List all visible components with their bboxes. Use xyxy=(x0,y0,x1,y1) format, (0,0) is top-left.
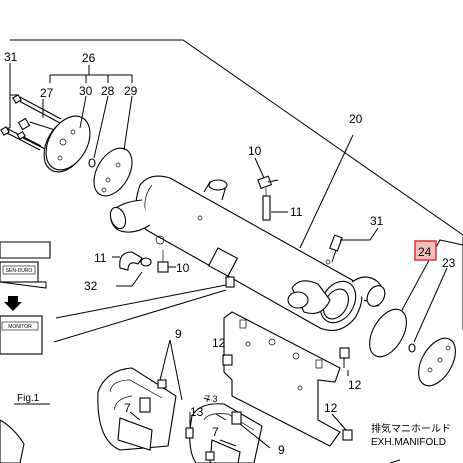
bolt-12-c xyxy=(331,413,353,441)
caption-jp: 排気マニホールド xyxy=(371,422,451,435)
callout-27: 27 xyxy=(40,86,54,100)
callout-31-left: 31 xyxy=(4,50,18,64)
callout-12-left: 12 xyxy=(212,336,226,350)
callout-24: 24 xyxy=(418,245,432,259)
callout-10-left: 10 xyxy=(176,261,190,275)
cover-plate xyxy=(418,337,456,387)
figure-label: Fig.1 xyxy=(17,393,40,404)
inset-box xyxy=(0,241,227,355)
fig1-fragment xyxy=(0,419,25,463)
callout-26: 26 xyxy=(82,51,96,65)
callout-29: 29 xyxy=(124,84,138,98)
callout-31-right: 31 xyxy=(370,214,384,228)
callout-7-right: 7 xyxy=(212,425,219,439)
callout-9-upper: 9 xyxy=(175,327,182,341)
sensor-10-top xyxy=(254,157,288,221)
callout-12-right: 12 xyxy=(348,378,362,392)
washer-28 xyxy=(88,158,96,168)
gasket-24 xyxy=(369,239,463,358)
gasket-29 xyxy=(93,95,133,197)
bolt-12-b xyxy=(339,347,350,376)
callout-9-lower: 9 xyxy=(278,443,285,457)
callout-32: 32 xyxy=(84,279,98,293)
callout-11-top: 11 xyxy=(290,205,303,219)
callout-11-left: 11 xyxy=(94,251,107,265)
hose-11-left xyxy=(112,250,176,287)
callout-20: 20 xyxy=(349,112,363,126)
callout-13: 13 xyxy=(190,405,204,419)
bolt-12-a xyxy=(222,348,233,366)
callout-7-left: 7 xyxy=(124,401,131,415)
callout-23: 23 xyxy=(442,256,456,270)
inset-label-top: SEN-DURO xyxy=(6,268,33,274)
inset-label-bottom: MONITOR xyxy=(8,324,32,330)
callout-28: 28 xyxy=(101,84,115,98)
flange-30 xyxy=(43,95,91,173)
bolt-31-group xyxy=(0,63,62,151)
caption-en: EXH.MANIFOLD xyxy=(371,437,446,448)
manifold-body-20 xyxy=(109,134,386,331)
lower-brackets xyxy=(97,339,271,463)
callout-7-3: 7 3 xyxy=(205,394,218,404)
frame-line-top xyxy=(10,39,463,236)
callout-10-top: 10 xyxy=(248,144,262,158)
bolt-31-right xyxy=(329,227,379,263)
callout-30: 30 xyxy=(79,84,93,98)
highlight-box-24 xyxy=(414,240,437,261)
callout-12-lower: 12 xyxy=(324,401,338,415)
washer-23 xyxy=(408,343,416,353)
